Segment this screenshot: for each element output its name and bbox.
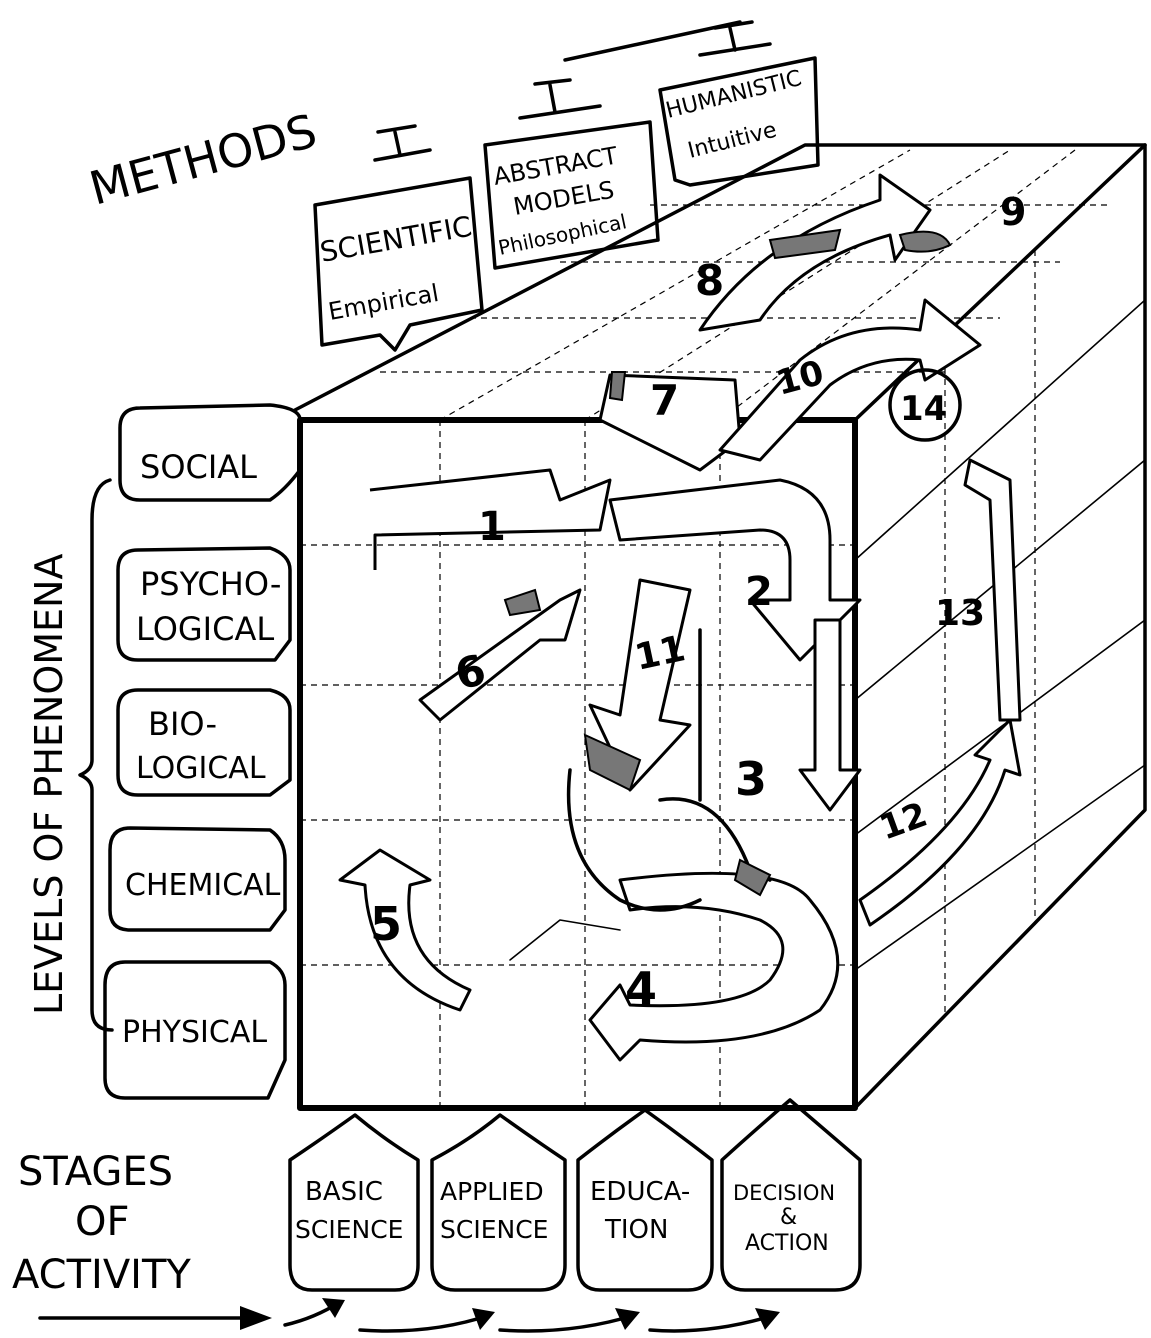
step-5: 5 [370, 897, 402, 951]
cube [293, 143, 1147, 1111]
levels-brace [78, 478, 114, 1032]
stage-tabs: BASIC SCIENCE APPLIED SCIENCE EDUCA- TIO… [288, 1098, 862, 1292]
level-tab-social [118, 403, 302, 502]
step-1: 1 [478, 504, 506, 550]
level-tab-biological [116, 688, 292, 797]
level-physical-line1: PHYSICAL [122, 1015, 267, 1050]
stages-title-line3: ACTIVITY [12, 1252, 191, 1298]
method-tab-scientific: SCIENTIFIC Empirical [313, 124, 484, 352]
step-11: 11 [631, 628, 689, 679]
activity-flow-arrows [38, 1298, 780, 1333]
method-scientific-line1: SCIENTIFIC [317, 210, 474, 269]
levels-title: LEVELS OF PHENOMENA [27, 554, 71, 1015]
stages-title-line2: OF [75, 1199, 130, 1245]
methods-title: METHODS [84, 103, 322, 215]
stage-tab-applied-science [430, 1113, 567, 1292]
step-14: 14 [900, 389, 947, 429]
stage-basic-line2: SCIENCE [295, 1215, 403, 1244]
step-2: 2 [745, 569, 773, 615]
level-tab-psychological [116, 546, 292, 662]
stages-title-line1: STAGES [18, 1149, 173, 1195]
level-bio-line2: LOGICAL [136, 751, 266, 786]
level-chemical-line1: CHEMICAL [125, 868, 281, 903]
process-arrows [338, 173, 1022, 1062]
level-tabs: SOCIAL PSYCHO- LOGICAL BIO- LOGICAL CHEM… [103, 403, 302, 1100]
step-12: 12 [874, 795, 932, 849]
level-social-line1: SOCIAL [140, 448, 257, 486]
stage-applied-line2: SCIENCE [440, 1215, 548, 1244]
step-4: 4 [625, 962, 657, 1016]
stage-tab-education [576, 1108, 714, 1292]
step-3: 3 [735, 752, 767, 806]
stages-label: STAGES OF ACTIVITY [12, 1149, 191, 1298]
stage-decision-line2: & [780, 1205, 797, 1230]
step-13: 13 [935, 593, 985, 634]
stage-tab-decision-action [720, 1098, 862, 1292]
level-tab-physical [103, 960, 287, 1100]
stage-applied-line1: APPLIED [440, 1177, 544, 1206]
method-tab-abstract: ABSTRACT MODELS Philosophical [483, 78, 660, 270]
level-psycho-line1: PSYCHO- [140, 565, 281, 603]
stage-basic-line1: BASIC [305, 1177, 383, 1207]
level-bio-line1: BIO- [148, 705, 217, 743]
stage-tab-basic-science [288, 1113, 420, 1292]
stage-decision-line1: DECISION [733, 1181, 835, 1205]
method-scientific-line2: Empirical [326, 279, 441, 326]
step-7: 7 [650, 376, 679, 425]
step-9: 9 [1000, 190, 1026, 234]
stage-decision-line3: ACTION [745, 1231, 829, 1256]
level-tab-chemical [108, 826, 287, 932]
step-8: 8 [695, 256, 724, 305]
stage-education-line2: TION [604, 1215, 668, 1245]
level-psycho-line2: LOGICAL [136, 610, 274, 648]
step-numbers: 1 2 3 4 5 6 7 8 9 10 11 12 13 14 [370, 190, 1026, 1016]
method-humanistic-line2: Intuitive [685, 118, 779, 164]
stage-education-line1: EDUCA- [590, 1177, 690, 1207]
